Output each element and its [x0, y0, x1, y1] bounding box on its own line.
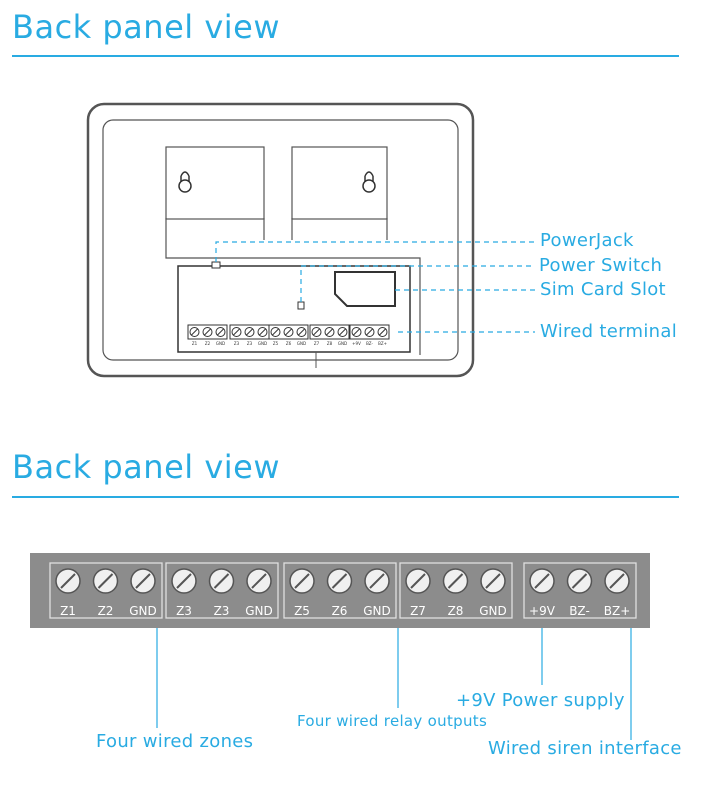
screw-slot: [609, 573, 625, 589]
terminal-label: GND: [479, 604, 507, 618]
terminal-label: Z8: [447, 604, 464, 618]
small-screw-slot: [246, 328, 253, 336]
sim-card-slot: [334, 271, 396, 307]
screw-slot: [176, 573, 192, 589]
screw-slot: [571, 573, 588, 589]
small-screw-slot: [298, 328, 305, 336]
small-screw-slot: [326, 328, 333, 336]
bottom-leader-lines: [156, 628, 632, 740]
small-terminal-label: Z3: [246, 341, 253, 346]
small-terminal-label: BZ+: [378, 341, 387, 346]
terminal-label: BZ-: [569, 604, 590, 618]
terminal-label: Z5: [294, 604, 310, 618]
small-screw-slot: [233, 328, 240, 336]
terminal-label: GND: [245, 604, 273, 618]
small-screw-slot: [379, 328, 386, 336]
lower-housing: [165, 218, 421, 355]
small-terminal-label: Z2: [204, 341, 211, 346]
screw-slot: [294, 573, 310, 589]
screw-slot: [60, 573, 76, 589]
small-screw-slot: [191, 328, 198, 336]
small-screw-slot: [204, 328, 211, 336]
screw-slot: [534, 573, 550, 589]
terminal-label: GND: [363, 604, 391, 618]
small-terminal-label: GND: [337, 341, 348, 346]
terminal-groups: [49, 562, 637, 619]
small-terminal-label: GND: [296, 341, 307, 346]
callout-siren-interface: Wired siren interface: [488, 738, 682, 759]
callout-wired-terminal: Wired terminal: [540, 321, 678, 342]
mounting-plate-left: [165, 146, 265, 220]
title-divider-top: [12, 55, 679, 57]
keyhole-left-icon: [178, 171, 192, 193]
small-terminal-strip: [187, 324, 390, 340]
small-terminal-label: Z3: [233, 341, 240, 346]
small-screw-slot: [353, 328, 360, 336]
callout-relay-outputs: Four wired relay outputs: [297, 712, 488, 730]
callout-power-supply: +9V Power supply: [456, 690, 625, 711]
terminal-label: Z3: [176, 604, 192, 618]
section-title-top: Back panel view: [12, 8, 280, 46]
terminal-label: GND: [129, 604, 157, 618]
callout-sim-card-slot: Sim Card Slot: [540, 279, 666, 300]
section-title-bottom: Back panel view: [12, 448, 280, 486]
screw-slot: [331, 573, 348, 589]
screw-slot: [485, 573, 501, 589]
screw-slot: [135, 573, 151, 589]
screw-slot: [251, 573, 267, 589]
terminal-label: BZ+: [603, 604, 631, 618]
top-leader-lines: [215, 241, 535, 333]
small-terminal-label: Z5: [272, 341, 279, 346]
mounting-plate-right: [291, 146, 388, 220]
small-screw-slot: [285, 328, 292, 336]
small-screw-slot: [259, 328, 266, 336]
small-screw-slot: [313, 328, 320, 336]
small-terminal-label: Z1: [191, 341, 198, 346]
small-screw-slot: [366, 328, 373, 336]
screw-slot: [447, 573, 464, 589]
terminal-label: Z2: [97, 604, 114, 618]
small-terminal-label: BZ-: [366, 341, 373, 346]
terminal-label: +9V: [529, 604, 555, 618]
terminal-label: Z1: [60, 604, 76, 618]
small-terminal-label: Z7: [313, 341, 320, 346]
power-switch: [297, 301, 305, 310]
callout-wired-zones: Four wired zones: [96, 731, 254, 752]
small-terminal-label: GND: [257, 341, 268, 346]
small-terminal-label: GND: [215, 341, 226, 346]
small-screw-slot: [217, 328, 224, 336]
terminal-label: Z6: [331, 604, 348, 618]
keyhole-right-icon: [362, 171, 376, 193]
small-screw-slot: [272, 328, 279, 336]
power-jack: [211, 261, 221, 269]
screw-slot: [97, 573, 114, 589]
screw-slot: [410, 573, 426, 589]
terminal-label: Z3: [213, 604, 230, 618]
small-terminal-label: Z8: [326, 341, 333, 346]
screw-slot: [369, 573, 385, 589]
small-terminal-label: Z6: [285, 341, 292, 346]
callout-power-jack: PowerJack: [540, 230, 634, 251]
small-terminal-label: +9V: [352, 341, 361, 346]
terminal-label: Z7: [410, 604, 426, 618]
title-divider-bottom: [12, 496, 679, 498]
screw-slot: [213, 573, 230, 589]
small-screw-slot: [339, 328, 346, 336]
callout-power-switch: Power Switch: [539, 255, 663, 276]
